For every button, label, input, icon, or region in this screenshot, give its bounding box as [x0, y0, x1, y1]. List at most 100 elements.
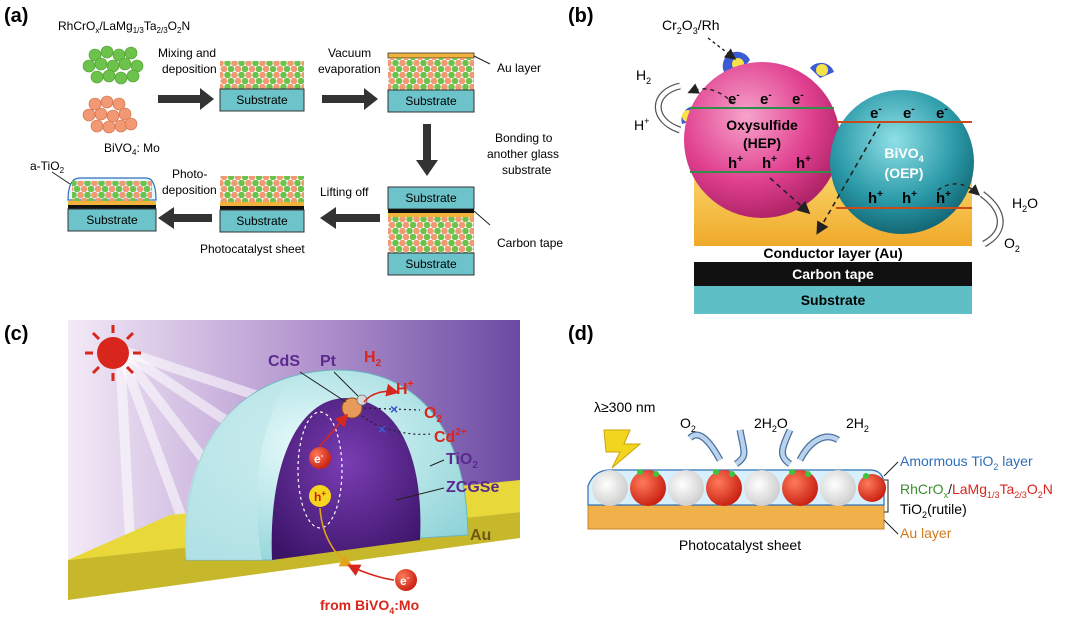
composition-label: RhCrOx/LaMg1/3Ta2/3O2N — [58, 19, 190, 35]
panel-b-label: (b) — [568, 5, 594, 27]
substrate-4-label: Substrate — [86, 213, 138, 227]
substrate-3 — [219, 209, 305, 233]
particle-layer-3 — [388, 217, 474, 253]
hplus-label-c: H+ — [396, 379, 414, 398]
carbon-tape-layer-2 — [220, 206, 304, 210]
pt-label: Pt — [320, 353, 337, 370]
electron-transfer-arrow — [816, 123, 881, 235]
substrate-3-label: Substrate — [236, 214, 288, 228]
tio2-label-c: TiO2 — [446, 451, 478, 471]
h2o-label: H2O — [1012, 195, 1038, 214]
oep-hole-2: h+ — [902, 189, 917, 207]
arrow-bonding — [416, 124, 438, 176]
block-mark-o2: × — [390, 401, 398, 417]
au-layer-4 — [68, 201, 156, 205]
tio2-leader — [429, 459, 445, 467]
cds-particle — [341, 397, 363, 419]
hep-electron-1: e- — [728, 90, 740, 108]
arrow-lifting — [320, 207, 380, 229]
substrate-bottom-label: Substrate — [405, 257, 457, 271]
carbon-tape-label: Carbon tape — [497, 236, 563, 250]
conductor-label: Conductor layer (Au) — [763, 245, 902, 261]
panel-a: (a) RhCrOx/LaMg1/3Ta2/3O2N BiVO4: Mo Mix… — [4, 5, 563, 276]
bivo4-mo-label: BiVO4: Mo — [104, 141, 160, 157]
hep-hole-2: h+ — [762, 154, 777, 172]
carbon-tape-layer — [388, 209, 474, 213]
hep-tag: (HEP) — [743, 135, 781, 151]
particle-bracket — [884, 479, 889, 513]
substrate-band-label: Substrate — [801, 292, 866, 308]
oep-electron-1: e- — [870, 104, 882, 122]
electron-ball — [309, 447, 331, 469]
carbon-tape-layer-3 — [68, 205, 156, 209]
hplus-label: H+ — [634, 116, 649, 133]
external-electron-arrow — [347, 564, 395, 581]
step-vacuum-label-1: Vacuum — [328, 46, 371, 60]
oxidation-arrow — [937, 183, 981, 196]
oep-electron-2: e- — [903, 104, 915, 122]
oep-name: BiVO4 — [884, 145, 923, 164]
arrow-mixing — [158, 88, 214, 110]
h2-label-c: H2 — [364, 349, 382, 369]
h2o-label-d: 2H2O — [754, 415, 788, 434]
h2-label: H2 — [636, 67, 651, 86]
arrow-vacuum — [322, 88, 378, 110]
reduction-dash-arrow — [687, 83, 735, 105]
hole-ball — [309, 485, 331, 507]
pt-particle — [356, 394, 368, 406]
au-label: Au — [470, 527, 491, 544]
au-layer-1 — [387, 52, 475, 59]
substrate-bottom — [387, 252, 475, 276]
external-electron-ball — [395, 569, 417, 591]
atio2-leader — [51, 171, 71, 185]
orange-particle-cluster — [82, 95, 138, 134]
substrate-4 — [67, 208, 157, 232]
bivo4-sphere — [830, 90, 974, 234]
step-bonding-label-3: substrate — [502, 163, 552, 177]
step-vacuum-label-2: evaporation — [318, 62, 381, 76]
carbon-tape-leader — [473, 210, 491, 226]
zcgse-leader — [395, 487, 445, 501]
oep-hole-3: h+ — [936, 189, 951, 207]
panel-a-label: (a) — [4, 5, 28, 27]
green-particle-cluster — [82, 45, 144, 85]
particle-layer-4 — [220, 176, 304, 202]
step-mixing-label-1: Mixing and — [158, 46, 216, 60]
panel-d-label: (d) — [568, 323, 594, 345]
step-bonding-label-1: Bonding to — [495, 131, 553, 145]
au-layer-2 — [388, 213, 474, 217]
lightning-icon — [603, 429, 642, 469]
o2-label-c: O2 — [424, 405, 442, 425]
step-photodep-label-1: Photo- — [172, 167, 207, 181]
oep-hole-1: h+ — [868, 189, 883, 207]
panel-d: (d) λ≥300 nm — [568, 323, 1053, 553]
hep-hole-1: h+ — [728, 154, 743, 172]
substrate-2-label: Substrate — [405, 94, 457, 108]
hep-electron-2: e- — [760, 90, 772, 108]
step-photodep-label-2: deposition — [162, 183, 217, 197]
cds-label: CdS — [268, 353, 300, 370]
step-bonding-label-2: another glass — [487, 147, 559, 161]
panel-b: (b) Conductor layer (Au) Carbon tape Sub… — [568, 5, 1038, 314]
h2-formation-arrow — [363, 383, 400, 403]
atio2-label: a-TiO2 — [30, 159, 65, 175]
substrate-2 — [387, 89, 475, 113]
panel-c-label: (c) — [4, 323, 28, 345]
o2-label: O2 — [1004, 235, 1020, 254]
particle-layer-2 — [388, 58, 474, 90]
amorphous-label: Amormous TiO2 layer — [900, 453, 1033, 472]
au-layer-d — [587, 504, 885, 530]
substrate-1 — [219, 88, 305, 112]
particle-layer-1 — [220, 61, 304, 89]
au-layer-label-d: Au layer — [900, 525, 952, 541]
rhcrox-dots — [637, 469, 869, 479]
cd-label-c: Cd2+ — [434, 427, 467, 446]
au-leader — [473, 55, 491, 65]
arrow-photodeposition — [158, 207, 212, 229]
au-layer-3 — [220, 202, 304, 206]
oep-electron-3: e- — [936, 104, 948, 122]
photocatalyst-sheet-label-d: Photocatalyst sheet — [679, 537, 801, 553]
substrate-top-label: Substrate — [405, 191, 457, 205]
hep-electron-3: e- — [792, 90, 804, 108]
